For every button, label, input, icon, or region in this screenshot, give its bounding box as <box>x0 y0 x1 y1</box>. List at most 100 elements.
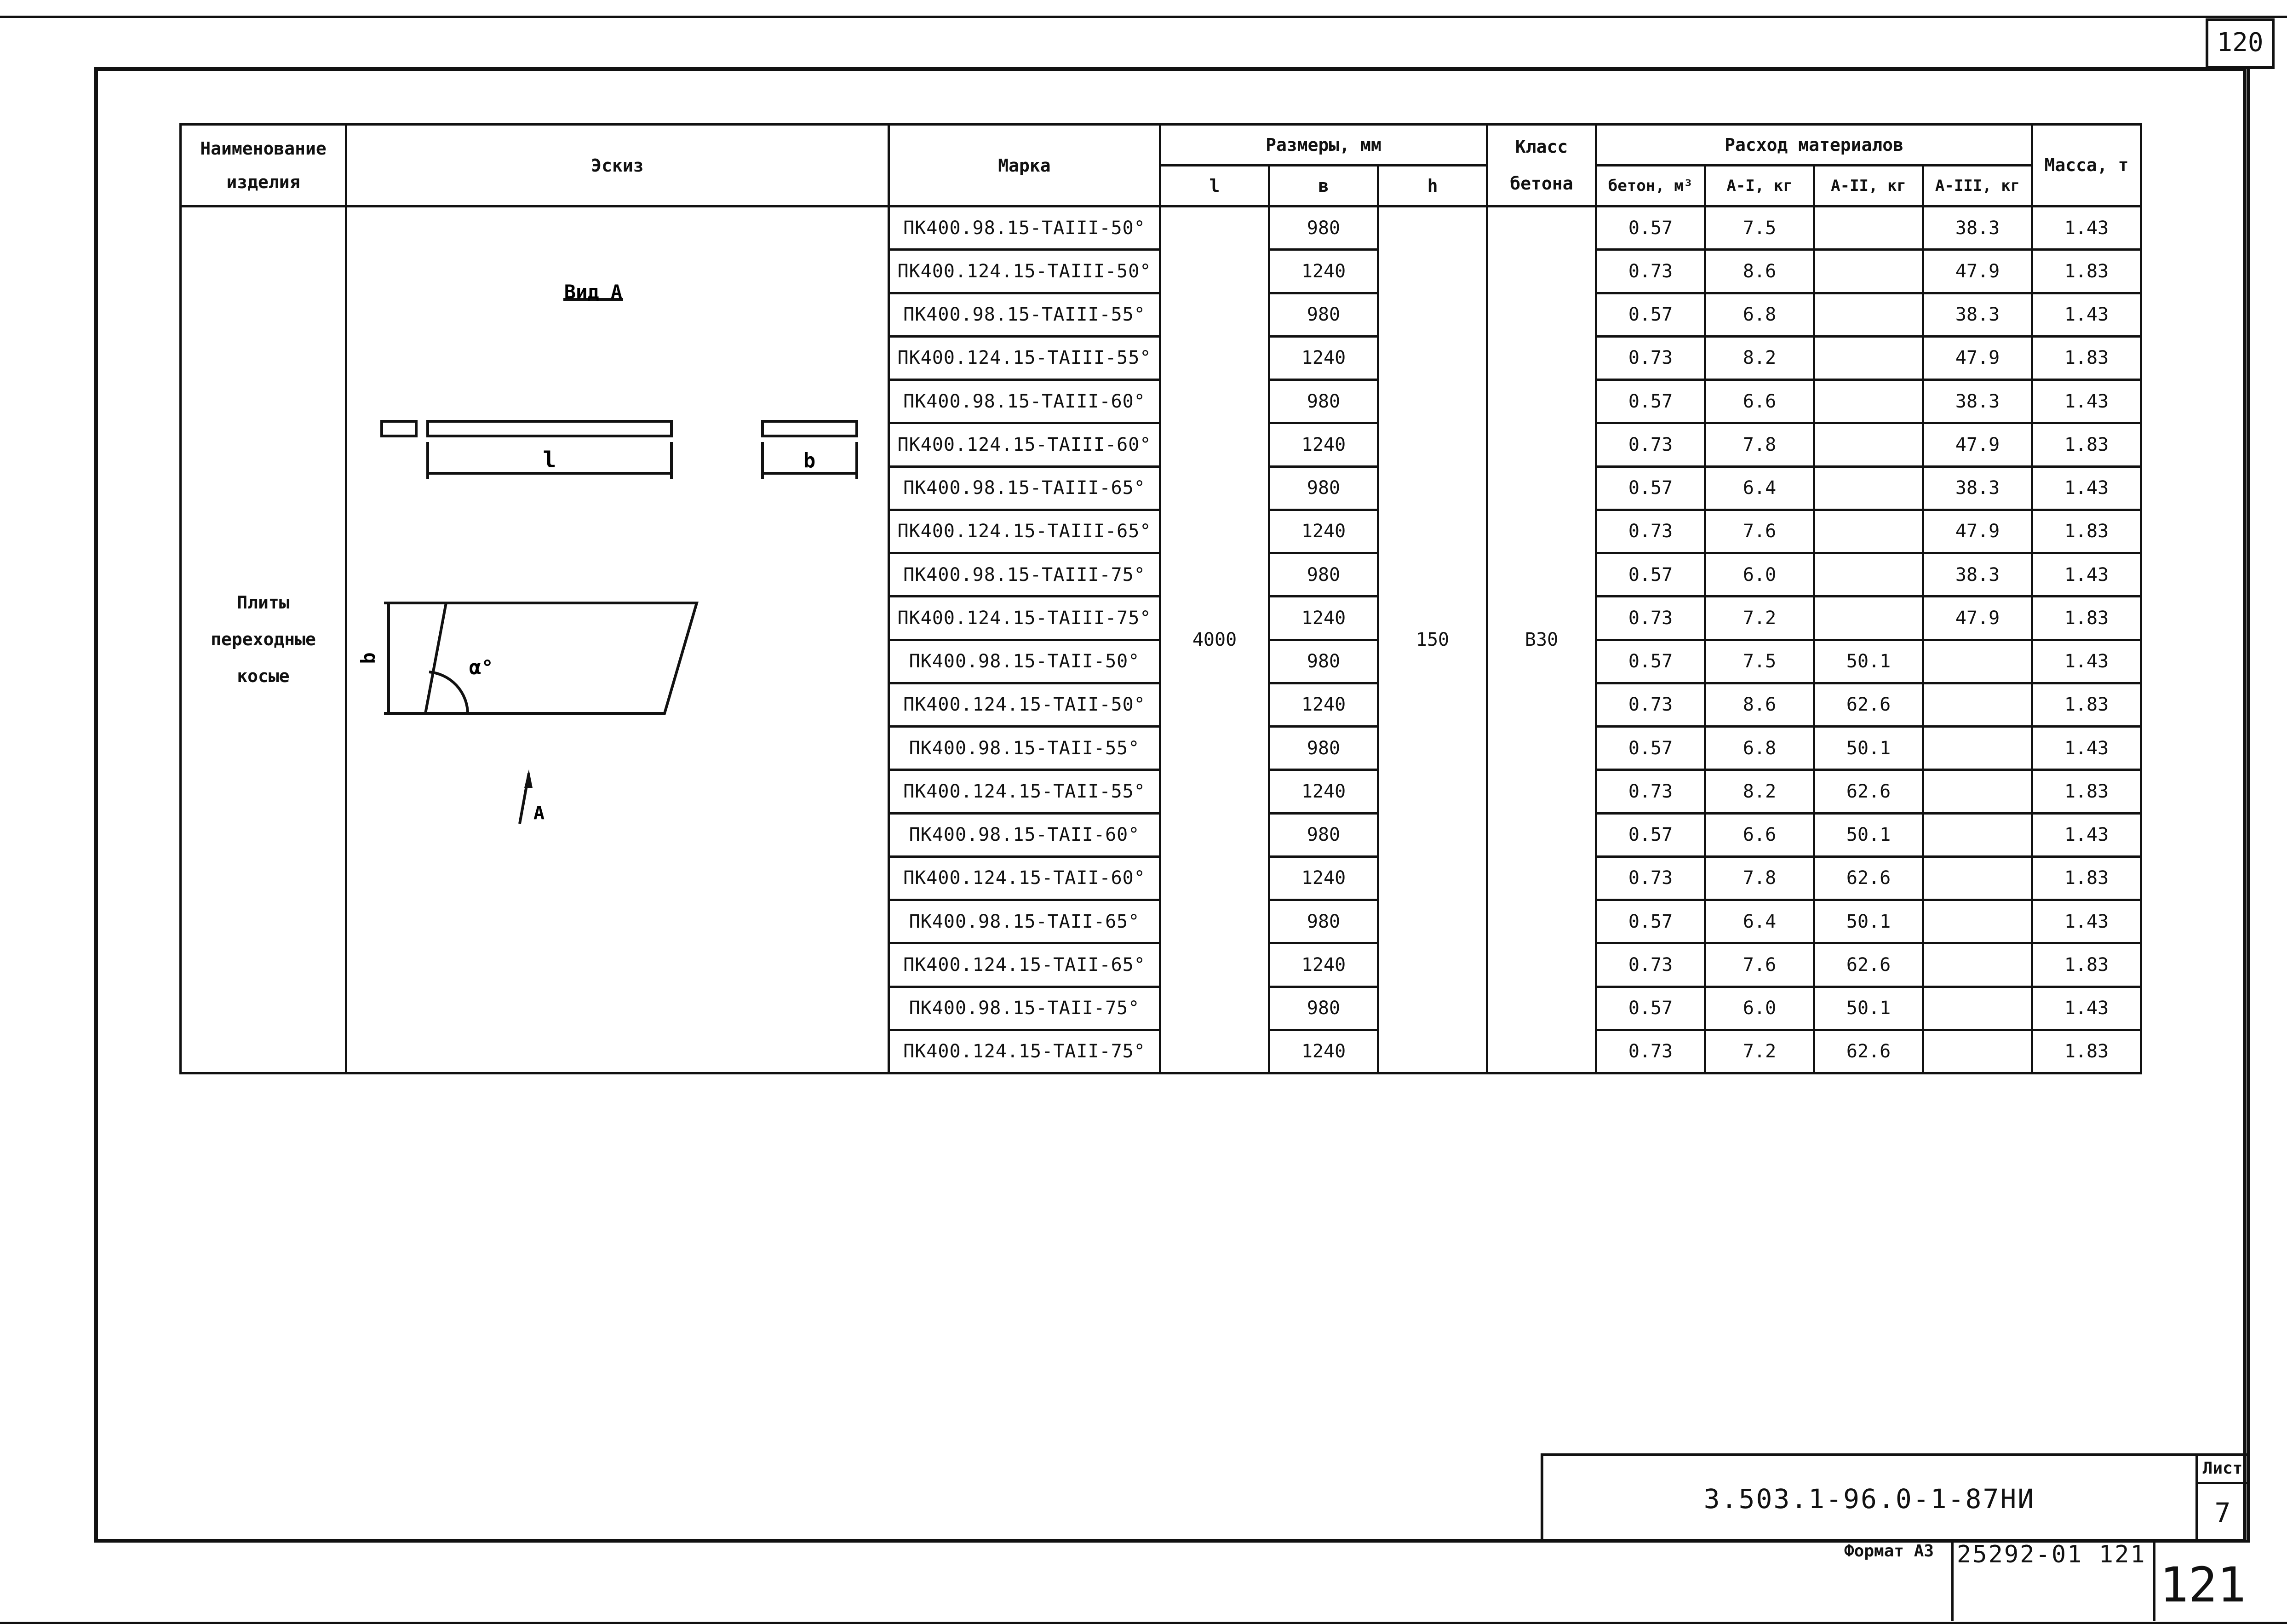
width-cell: 1240 <box>1268 422 1379 468</box>
doc-code: 3.503.1-96.0-1-87НИ <box>1703 1483 2035 1515</box>
a3-cell <box>1922 812 2034 858</box>
a2-cell: 62.6 <box>1813 1028 1925 1075</box>
concrete-cell: 0.57 <box>1595 638 1707 684</box>
slab-width-view <box>761 420 858 437</box>
a1-cell: 8.6 <box>1704 248 1816 294</box>
inventory-number: 25292-01 121 <box>1957 1541 2146 1568</box>
mass-cell: 1.43 <box>2031 638 2143 684</box>
a3-cell: 38.3 <box>1922 205 2034 251</box>
a3-cell: 38.3 <box>1922 465 2034 511</box>
a1-cell: 8.2 <box>1704 769 1816 815</box>
mass-cell: 1.43 <box>2031 551 2143 598</box>
a3-cell <box>1922 985 2034 1031</box>
specification-table: Наименование изделия Эскиз Марка Размеры… <box>179 123 2143 1075</box>
concrete-class-cell: В30 <box>1486 205 1598 1074</box>
a2-cell: 62.6 <box>1813 769 1925 815</box>
mark-cell: ПК400.98.15-ТАII-75° <box>888 985 1161 1031</box>
view-arrow-head <box>524 769 533 788</box>
a1-cell: 6.0 <box>1704 985 1816 1031</box>
width-cell: 980 <box>1268 205 1379 251</box>
header-materials: Расход материалов <box>1595 123 2034 166</box>
mass-cell: 1.83 <box>2031 1028 2143 1075</box>
a2-cell <box>1813 248 1925 294</box>
mark-cell: ПК400.98.15-ТАIII-50° <box>888 205 1161 251</box>
mark-cell: ПК400.124.15-ТАII-75° <box>888 1028 1161 1075</box>
a1-cell: 6.0 <box>1704 551 1816 598</box>
header-dim-b: в <box>1268 164 1379 207</box>
width-cell: 1240 <box>1268 595 1379 641</box>
product-name-cell: Плиты переходные косые <box>179 205 347 1074</box>
concrete-cell: 0.73 <box>1595 335 1707 381</box>
sketch-cell: Вид А l b b α° А <box>345 205 890 1074</box>
a1-cell: 7.8 <box>1704 855 1816 901</box>
concrete-cell: 0.73 <box>1595 248 1707 294</box>
a1-cell: 6.4 <box>1704 465 1816 511</box>
width-cell: 980 <box>1268 898 1379 945</box>
a2-cell: 50.1 <box>1813 638 1925 684</box>
width-cell: 980 <box>1268 465 1379 511</box>
a3-cell <box>1922 898 2034 945</box>
header-dim-h: h <box>1376 164 1489 207</box>
a1-cell: 7.6 <box>1704 942 1816 988</box>
sheet-label: Лист <box>2202 1459 2243 1478</box>
a1-cell: 6.8 <box>1704 725 1816 771</box>
concrete-cell: 0.73 <box>1595 595 1707 641</box>
concrete-cell: 0.73 <box>1595 942 1707 988</box>
header-a3: А-III, кг <box>1922 164 2034 207</box>
mass-cell: 1.83 <box>2031 942 2143 988</box>
header-concrete: бетон, м³ <box>1595 164 1707 207</box>
a2-cell: 62.6 <box>1813 682 1925 728</box>
mass-cell: 1.43 <box>2031 205 2143 251</box>
format-label: Формат А3 <box>1844 1542 1934 1561</box>
a2-cell <box>1813 465 1925 511</box>
a3-cell: 47.9 <box>1922 422 2034 468</box>
header-name: Наименование изделия <box>179 123 347 207</box>
header-mass: Масса, т <box>2031 123 2143 207</box>
top-border-line <box>0 16 2287 18</box>
concrete-cell: 0.57 <box>1595 725 1707 771</box>
a3-cell: 38.3 <box>1922 292 2034 338</box>
table-row: Плиты переходные косые Вид А l b b α° А … <box>179 205 2143 1074</box>
concrete-cell: 0.73 <box>1595 769 1707 815</box>
width-cell: 980 <box>1268 292 1379 338</box>
mark-cell: ПК400.98.15-ТАII-55° <box>888 725 1161 771</box>
bottom-border-line <box>0 1622 2287 1624</box>
mass-cell: 1.43 <box>2031 812 2143 858</box>
a1-cell: 6.8 <box>1704 292 1816 338</box>
skewed-slab-outline <box>424 602 699 715</box>
mark-cell: ПК400.98.15-ТАIII-75° <box>888 551 1161 598</box>
a2-cell <box>1813 378 1925 425</box>
a2-cell: 62.6 <box>1813 942 1925 988</box>
header-dim-l: l <box>1159 164 1270 207</box>
a3-cell <box>1922 682 2034 728</box>
a3-cell <box>1922 725 2034 771</box>
a3-cell <box>1922 638 2034 684</box>
mark-cell: ПК400.124.15-ТАIII-60° <box>888 422 1161 468</box>
a1-cell: 6.6 <box>1704 812 1816 858</box>
mass-cell: 1.43 <box>2031 465 2143 511</box>
width-cell: 1240 <box>1268 942 1379 988</box>
concrete-cell: 0.57 <box>1595 205 1707 251</box>
label-alpha: α° <box>469 656 493 679</box>
a3-cell: 47.9 <box>1922 335 2034 381</box>
a2-cell <box>1813 422 1925 468</box>
a1-cell: 6.4 <box>1704 898 1816 945</box>
a2-cell <box>1813 508 1925 555</box>
width-cell: 980 <box>1268 551 1379 598</box>
mark-cell: ПК400.124.15-ТАIII-55° <box>888 335 1161 381</box>
a2-cell: 50.1 <box>1813 985 1925 1031</box>
height-cell: 150 <box>1376 205 1489 1074</box>
slab-sketch: Вид А l b b α° А <box>357 281 858 824</box>
width-cell: 980 <box>1268 812 1379 858</box>
mark-cell: ПК400.98.15-ТАIII-55° <box>888 292 1161 338</box>
angle-arc <box>429 671 469 714</box>
